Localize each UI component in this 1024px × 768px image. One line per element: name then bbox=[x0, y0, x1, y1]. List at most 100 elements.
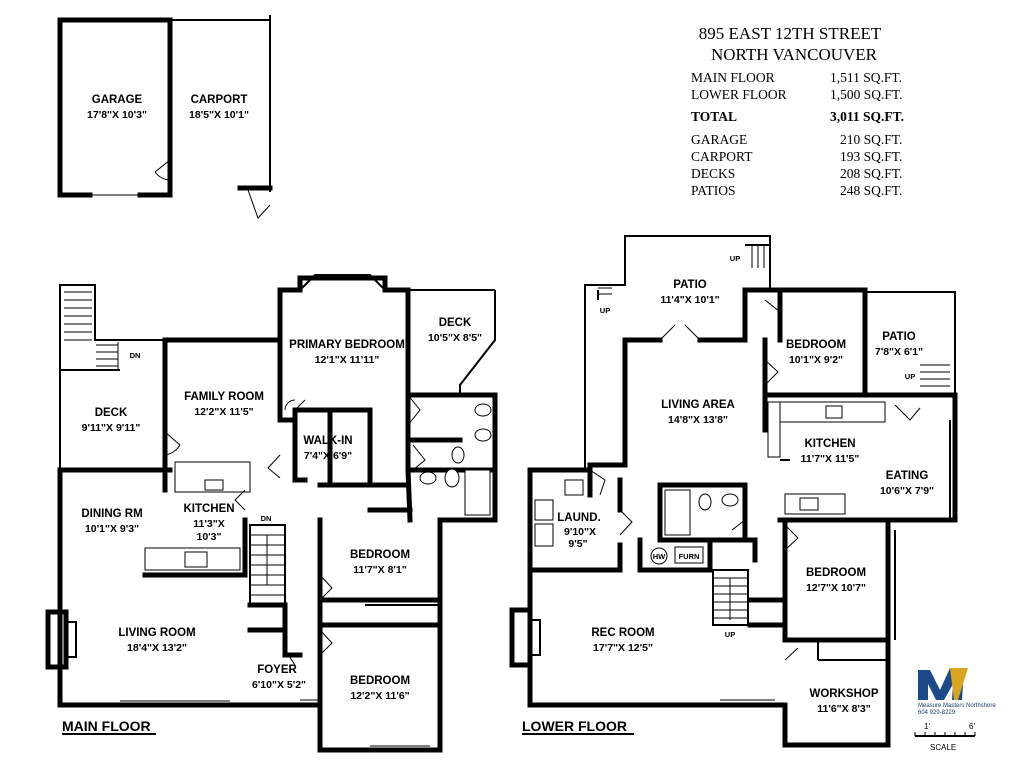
lower-sink bbox=[721, 493, 739, 507]
company-logo: Measure Masters Northshore 604 929-8229 bbox=[918, 668, 996, 716]
logo-accent-shape bbox=[950, 668, 968, 700]
area-value: 208 SQ.FT. bbox=[840, 166, 902, 181]
dryer bbox=[534, 523, 554, 547]
area-label: GARAGE bbox=[691, 132, 747, 147]
room-dims-living-area: 14'8"X 13'8" bbox=[668, 414, 728, 426]
bathtub bbox=[464, 469, 491, 516]
area-label-total: TOTAL bbox=[691, 109, 737, 124]
room-name-workshop: WORKSHOP bbox=[810, 688, 879, 700]
room-name-primary-bedroom: PRIMARY BEDROOM bbox=[289, 339, 405, 351]
floor-label-main: MAIN FLOOR bbox=[62, 718, 151, 734]
address-line-2: NORTH VANCOUVER bbox=[711, 45, 878, 64]
floor-label-lower: LOWER FLOOR bbox=[522, 718, 627, 734]
area-label: MAIN FLOOR bbox=[691, 70, 775, 85]
stair-up-label: UP bbox=[725, 630, 735, 639]
address-header: 895 EAST 12TH STREET NORTH VANCOUVER bbox=[699, 24, 882, 64]
room-name-deck: DECK bbox=[95, 407, 128, 419]
room-name-bedroom-2: BEDROOM bbox=[350, 675, 410, 687]
room-name-laundry: LAUND. bbox=[557, 512, 600, 524]
room-dims-carport: 18'5"X 10'1" bbox=[189, 109, 249, 121]
stair-dn-label: DN bbox=[261, 514, 272, 523]
room-name-eating: EATING bbox=[886, 470, 929, 482]
room-name-bedroom: BEDROOM bbox=[350, 549, 410, 561]
toilet bbox=[444, 468, 460, 488]
lower-bathtub bbox=[664, 489, 691, 536]
area-label: LOWER FLOOR bbox=[691, 87, 787, 102]
furn-label: FURN bbox=[679, 552, 700, 561]
room-dims-lower-bedroom-2: 12'7"X 10'7" bbox=[806, 582, 866, 594]
room-name-lower-bedroom: BEDROOM bbox=[786, 339, 846, 351]
deck-stairs bbox=[59, 284, 165, 371]
room-name-garage: GARAGE bbox=[92, 94, 143, 106]
room-dims-garage: 17'8"X 10'3" bbox=[87, 109, 147, 121]
stair-up-label: UP bbox=[730, 254, 740, 263]
area-value-total: 3,011 SQ.FT. bbox=[830, 109, 904, 124]
room-dims-bedroom: 11'7"X 8'1" bbox=[353, 564, 407, 576]
room-dims-bedroom-2: 12'2"X 11'6" bbox=[350, 690, 409, 702]
sink bbox=[474, 428, 492, 442]
furnace bbox=[674, 546, 704, 564]
logo-company-name: Measure Masters Northshore bbox=[918, 703, 996, 709]
lower-fireplace bbox=[509, 607, 533, 668]
stair-up-label: UP bbox=[600, 306, 610, 315]
area-table: MAIN FLOOR 1,511 SQ.FT. LOWER FLOOR 1,50… bbox=[691, 70, 904, 198]
fireplace bbox=[45, 609, 69, 670]
scale-bar: 1' 6' SCALE bbox=[914, 722, 976, 752]
room-dims-laundry: 9'10"X bbox=[564, 526, 596, 538]
area-value: 193 SQ.FT. bbox=[840, 149, 902, 164]
room-dims-kitchen: 11'3"X bbox=[193, 518, 224, 530]
room-name-deck-2: DECK bbox=[439, 317, 472, 329]
room-dims-primary-bedroom: 12'1"X 11'11" bbox=[315, 354, 380, 366]
room-name-family-room: FAMILY ROOM bbox=[184, 391, 264, 403]
room-dims-family-room: 12'2"X 11'5" bbox=[194, 406, 253, 418]
address-line-1: 895 EAST 12TH STREET bbox=[699, 24, 882, 43]
stair-dn-label: DN bbox=[130, 351, 141, 360]
area-label: CARPORT bbox=[691, 149, 753, 164]
logo-phone: 604 929-8229 bbox=[918, 710, 956, 716]
room-name-foyer: FOYER bbox=[257, 664, 297, 676]
lower-toilet bbox=[698, 493, 712, 511]
room-dims-kitchen-2: 10'3" bbox=[197, 531, 222, 543]
lower-stove bbox=[799, 497, 819, 511]
area-label: DECKS bbox=[691, 166, 735, 181]
room-dims-foyer: 6'10"X 5'2" bbox=[252, 679, 306, 691]
area-label: PATIOS bbox=[691, 183, 736, 198]
room-dims-lower-kitchen: 11'7"X 11'5" bbox=[801, 453, 860, 465]
room-name-walk-in: WALK-IN bbox=[303, 435, 352, 447]
room-name-lower-bedroom-2: BEDROOM bbox=[806, 567, 866, 579]
area-value: 210 SQ.FT. bbox=[840, 132, 902, 147]
toilet bbox=[451, 446, 465, 464]
laundry-sink bbox=[564, 479, 584, 496]
hot-water-tank bbox=[650, 547, 668, 565]
room-name-living-area: LIVING AREA bbox=[661, 399, 735, 411]
hw-label: HW bbox=[653, 552, 666, 561]
area-value: 248 SQ.FT. bbox=[840, 183, 902, 198]
kitchen-sink bbox=[204, 479, 224, 491]
room-name-patio-2: PATIO bbox=[882, 331, 915, 343]
stair-up-label: UP bbox=[905, 372, 915, 381]
scale-label: SCALE bbox=[930, 743, 956, 752]
room-dims-eating: 10'6"X 7'9" bbox=[880, 485, 934, 497]
room-dims-laundry-2: 9'5" bbox=[568, 538, 587, 550]
garage-plan: GARAGE 17'8"X 10'3" CARPORT 18'5"X 10'1" bbox=[57, 15, 273, 219]
sink bbox=[474, 403, 492, 417]
area-value: 1,500 SQ.FT. bbox=[830, 87, 903, 102]
room-name-kitchen: KITCHEN bbox=[183, 503, 234, 515]
area-value: 1,511 SQ.FT. bbox=[830, 70, 902, 85]
room-dims-living-room: 18'4"X 13'2" bbox=[127, 642, 187, 654]
room-dims-patio-2: 7'8"X 6'1" bbox=[875, 346, 923, 358]
lower-floor-plan: UP UP UP bbox=[509, 235, 958, 748]
room-name-living-room: LIVING ROOM bbox=[118, 627, 195, 639]
main-stairs bbox=[249, 524, 286, 606]
room-dims-dining: 10'1"X 9'3" bbox=[85, 523, 139, 535]
stove bbox=[184, 551, 208, 568]
room-name-carport: CARPORT bbox=[191, 94, 248, 106]
lower-kitchen-sink bbox=[825, 405, 843, 419]
room-name-patio: PATIO bbox=[673, 279, 706, 291]
room-dims-walk-in: 7'4"X 6'9" bbox=[304, 450, 352, 462]
main-floor-plan: DN bbox=[45, 274, 498, 753]
room-dims-patio: 11'4"X 10'1" bbox=[660, 294, 719, 306]
room-name-lower-kitchen: KITCHEN bbox=[804, 438, 855, 450]
room-dims-rec-room: 17'7"X 12'5" bbox=[593, 642, 653, 654]
sink bbox=[419, 471, 437, 485]
